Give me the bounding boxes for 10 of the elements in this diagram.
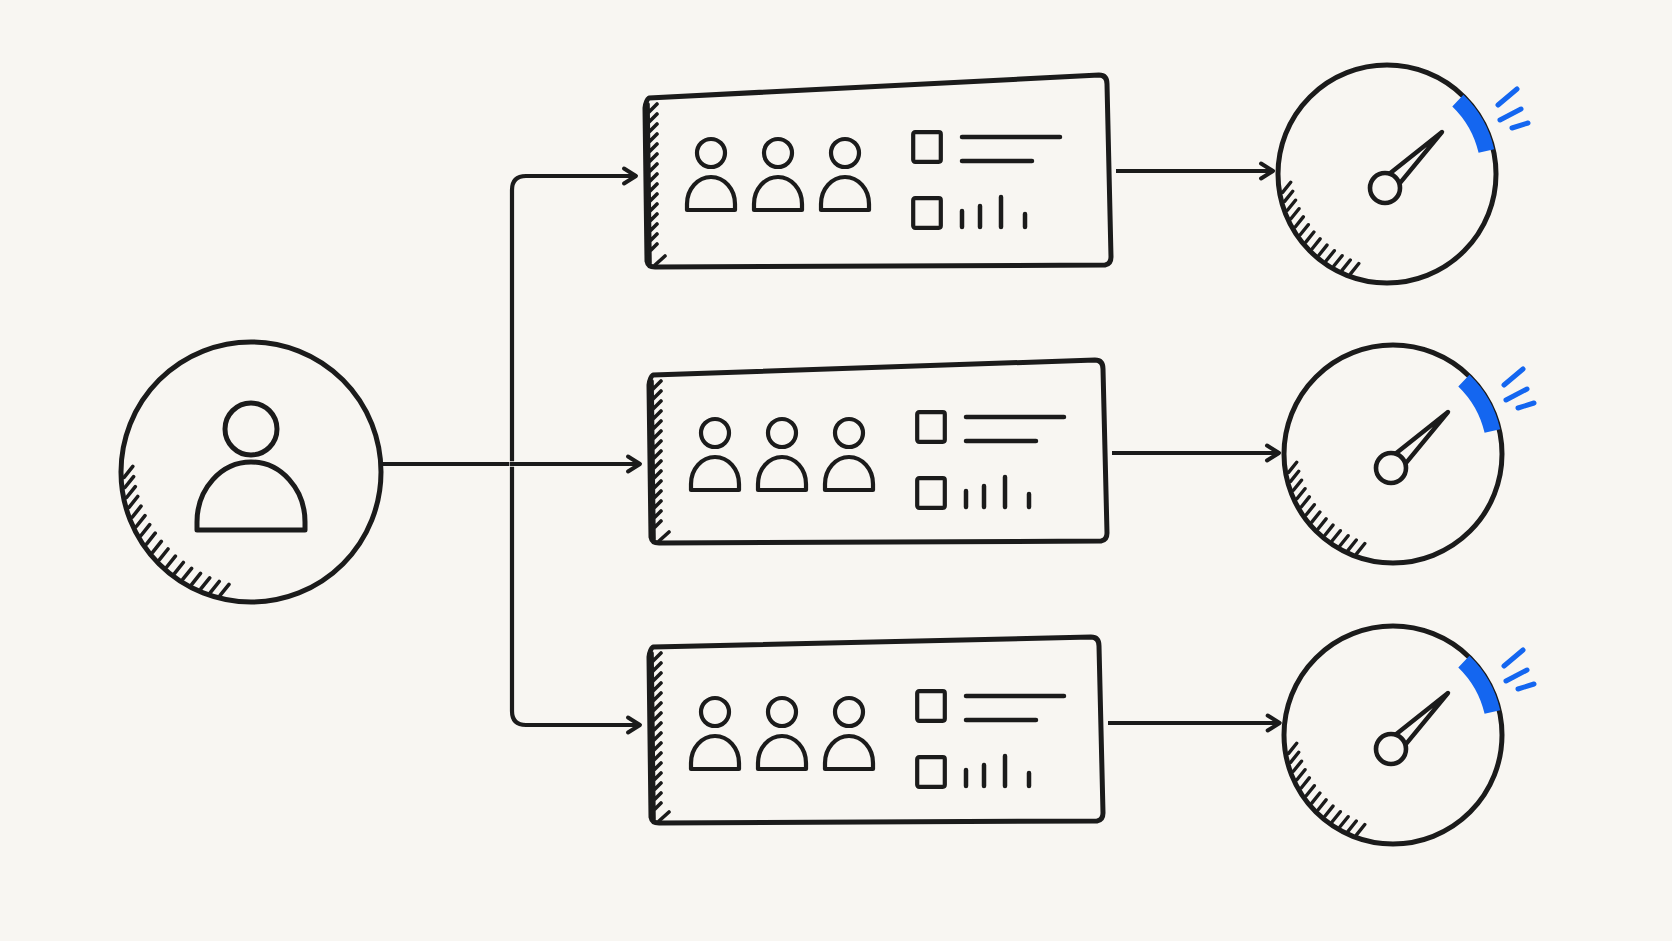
arrow — [1112, 443, 1281, 463]
arrow — [509, 166, 638, 462]
team-panel — [645, 357, 1111, 547]
arrow — [509, 454, 642, 474]
user-circle — [118, 339, 384, 605]
arrow — [509, 466, 642, 735]
arrow — [1108, 713, 1282, 733]
team-panel — [645, 634, 1107, 827]
team-panel — [641, 72, 1115, 271]
arrow — [1116, 161, 1276, 181]
